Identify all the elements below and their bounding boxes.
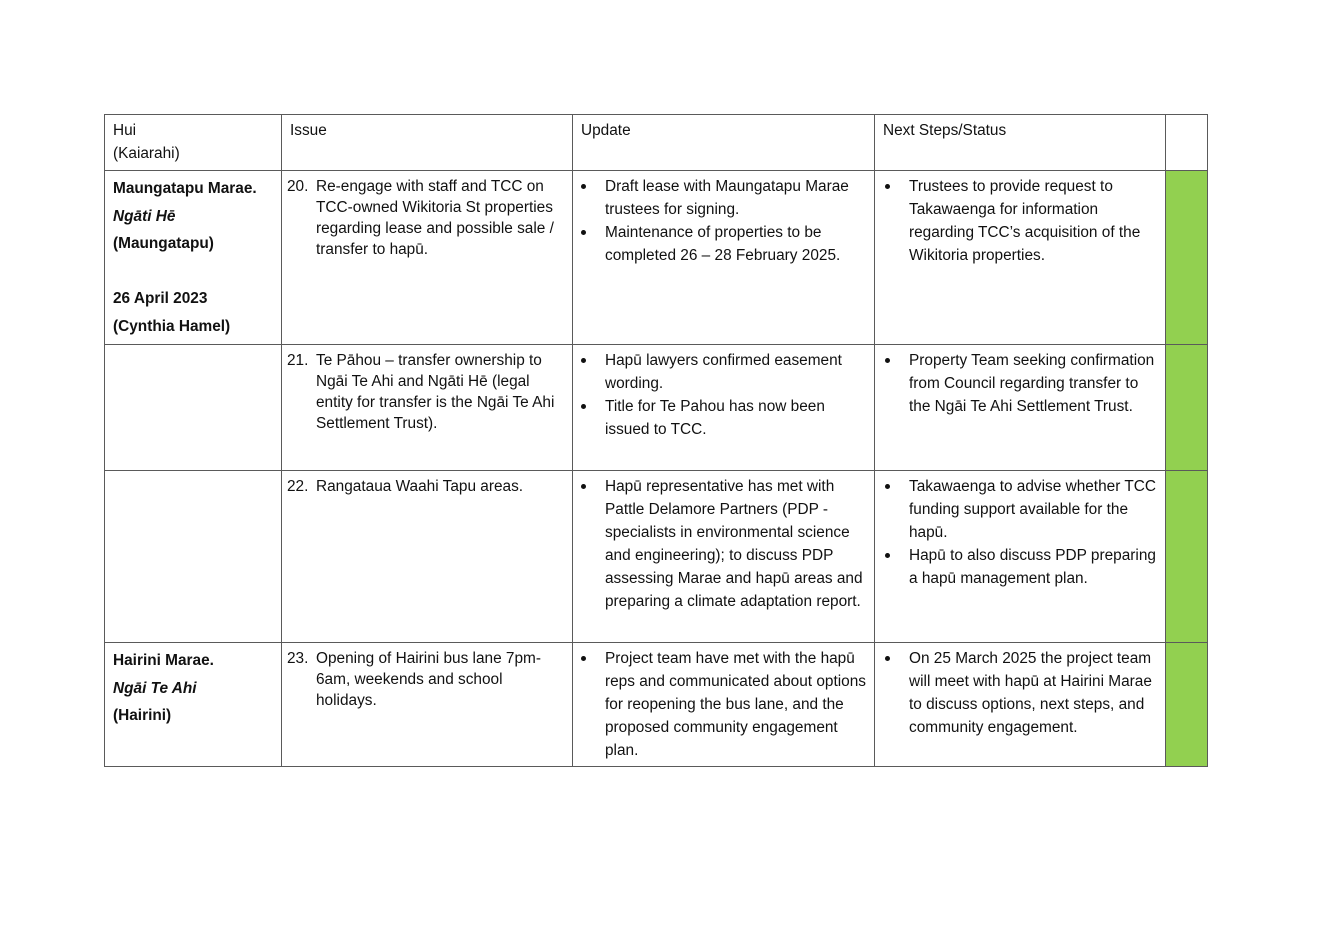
- update-cell: Project team have met with the hapū reps…: [572, 642, 875, 767]
- header-status-color: [1165, 114, 1208, 171]
- hui-status-table: Hui (Kaiarahi) Issue Update Next Steps/S…: [104, 114, 1208, 767]
- issue-text: Te Pāhou – transfer ownership to Ngāi Te…: [316, 352, 555, 432]
- update-item: Project team have met with the hapū reps…: [577, 647, 866, 762]
- update-cell: Hapū representative has met with Pattle …: [572, 470, 875, 643]
- update-item: Maintenance of properties to be complete…: [577, 221, 866, 267]
- place-name: (Hairini): [113, 707, 172, 724]
- issue-cell: 21. Te Pāhou – transfer ownership to Ngā…: [281, 344, 573, 471]
- hui-cell: Maungatapu Marae. Ngāti Hē (Maungatapu) …: [104, 170, 282, 345]
- marae-name: Maungatapu Marae.: [113, 180, 257, 197]
- update-cell: Hapū lawyers confirmed easement wording.…: [572, 344, 875, 471]
- header-hui: Hui (Kaiarahi): [104, 114, 282, 171]
- hui-cell: Hairini Marae. Ngāi Te Ahi (Hairini): [104, 642, 282, 767]
- status-color-cell: [1165, 344, 1208, 471]
- issue-text: Opening of Hairini bus lane 7pm-6am, wee…: [316, 650, 541, 709]
- next-steps-cell: On 25 March 2025 the project team will m…: [874, 642, 1166, 767]
- next-step-item: Takawaenga to advise whether TCC funding…: [881, 475, 1157, 544]
- issue-number: 21.: [287, 352, 309, 369]
- table-row: 21. Te Pāhou – transfer ownership to Ngā…: [104, 344, 1208, 471]
- next-step-item: Property Team seeking confirmation from …: [881, 349, 1157, 418]
- status-color-cell: [1165, 170, 1208, 345]
- iwi-name: Ngāi Te Ahi: [113, 679, 197, 697]
- issue-cell: 20. Re-engage with staff and TCC on TCC-…: [281, 170, 573, 345]
- next-steps-cell: Property Team seeking confirmation from …: [874, 344, 1166, 471]
- update-item: Hapū representative has met with Pattle …: [577, 475, 866, 613]
- issue-number: 20.: [287, 178, 309, 195]
- header-hui-sub: (Kaiarahi): [113, 145, 180, 162]
- issue-cell: 23. Opening of Hairini bus lane 7pm-6am,…: [281, 642, 573, 767]
- issue-cell: 22. Rangataua Waahi Tapu areas.: [281, 470, 573, 643]
- kaiarahi-name: (Cynthia Hamel): [113, 317, 231, 335]
- issue-number: 23.: [287, 650, 309, 667]
- table-row: Hairini Marae. Ngāi Te Ahi (Hairini) 23.…: [104, 642, 1208, 767]
- update-item: Draft lease with Maungatapu Marae truste…: [577, 175, 866, 221]
- update-item: Hapū lawyers confirmed easement wording.: [577, 349, 866, 395]
- table-row: 22. Rangataua Waahi Tapu areas. Hapū rep…: [104, 470, 1208, 643]
- status-color-cell: [1165, 470, 1208, 643]
- header-row: Hui (Kaiarahi) Issue Update Next Steps/S…: [104, 114, 1208, 171]
- marae-name: Hairini Marae.: [113, 652, 214, 669]
- iwi-name: Ngāti Hē: [113, 207, 176, 225]
- hui-cell: [104, 344, 282, 471]
- header-issue: Issue: [281, 114, 573, 171]
- update-item: Title for Te Pahou has now been issued t…: [577, 395, 866, 441]
- next-steps-cell: Takawaenga to advise whether TCC funding…: [874, 470, 1166, 643]
- table-row: Maungatapu Marae. Ngāti Hē (Maungatapu) …: [104, 170, 1208, 345]
- issue-number: 22.: [287, 478, 309, 495]
- next-step-item: Hapū to also discuss PDP preparing a hap…: [881, 544, 1157, 590]
- header-hui-label: Hui: [113, 122, 137, 139]
- update-cell: Draft lease with Maungatapu Marae truste…: [572, 170, 875, 345]
- next-steps-cell: Trustees to provide request to Takawaeng…: [874, 170, 1166, 345]
- hui-cell: [104, 470, 282, 643]
- place-name: (Maungatapu): [113, 235, 214, 252]
- hui-date: 26 April 2023: [113, 290, 208, 307]
- next-step-item: Trustees to provide request to Takawaeng…: [881, 175, 1157, 267]
- header-next-steps: Next Steps/Status: [874, 114, 1166, 171]
- issue-text: Re-engage with staff and TCC on TCC-owne…: [316, 178, 554, 258]
- next-step-item: On 25 March 2025 the project team will m…: [881, 647, 1157, 739]
- status-color-cell: [1165, 642, 1208, 767]
- issue-text: Rangataua Waahi Tapu areas.: [316, 478, 524, 495]
- header-update: Update: [572, 114, 875, 171]
